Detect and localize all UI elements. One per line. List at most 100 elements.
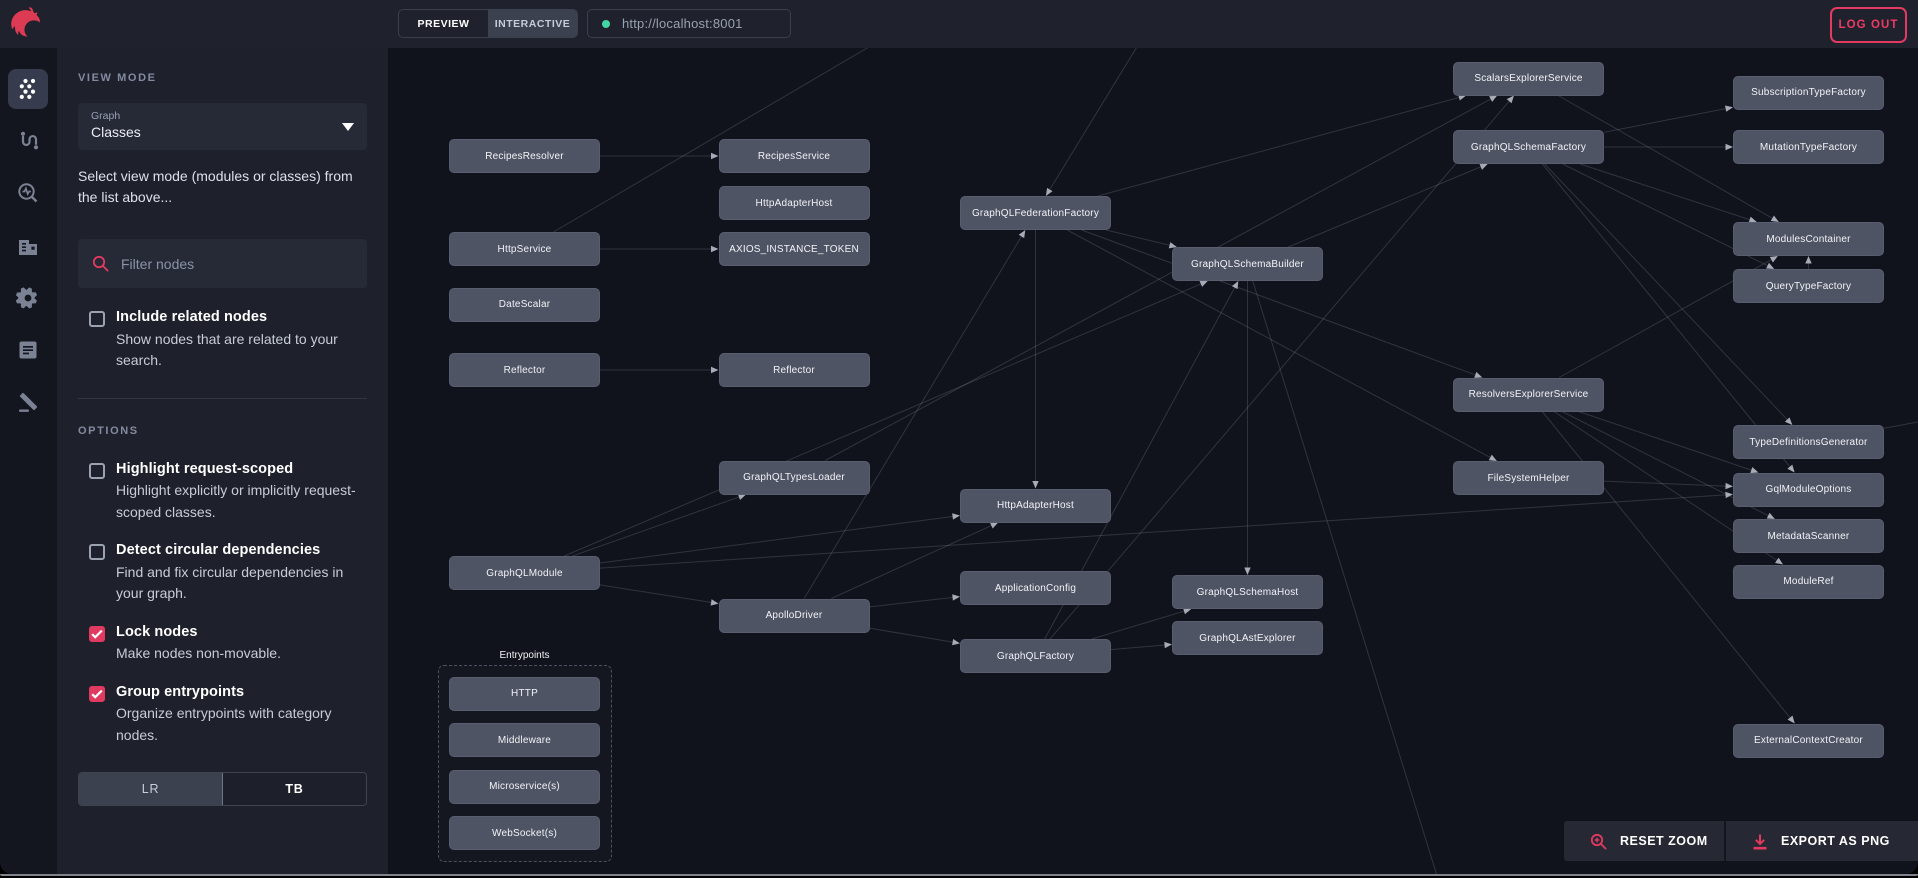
graph-node[interactable]: QueryTypeFactory <box>1733 269 1884 303</box>
filter-nodes-input[interactable] <box>121 255 341 272</box>
export-png-button[interactable]: EXPORT AS PNG <box>1726 821 1918 861</box>
group-entrypoints-checkbox[interactable] <box>89 685 105 702</box>
option-description: Organize entrypoints with category nodes… <box>116 705 332 743</box>
entrypoints-group-label: Entrypoints <box>499 649 550 661</box>
option-description: Make nodes non-movable. <box>116 645 281 661</box>
option-label: Group entrypoints <box>116 683 245 700</box>
graph-node[interactable]: SubscriptionTypeFactory <box>1733 75 1884 110</box>
tab-preview[interactable]: PREVIEW <box>417 17 470 30</box>
include-related-checkbox[interactable] <box>89 311 105 327</box>
graph-node[interactable]: ScalarsExplorerService <box>1453 61 1604 96</box>
graph-node[interactable]: MetadataScanner <box>1733 519 1884 553</box>
options-section-title: OPTIONS <box>78 424 139 437</box>
graph-node[interactable]: GraphQLSchemaBuilder <box>1172 247 1323 281</box>
tab-interactive[interactable]: INTERACTIVE <box>488 10 577 37</box>
graph-node[interactable]: HttpAdapterHost <box>960 488 1111 523</box>
graph-dots-icon <box>19 78 36 99</box>
filter-nodes-box <box>78 239 367 288</box>
option-detect-circular-dependencies: Detect circular dependencies Find and fi… <box>78 540 367 605</box>
graph-node[interactable]: GraphQLModule <box>449 556 600 590</box>
organization-icon <box>19 240 37 255</box>
direction-lr-button[interactable]: LR <box>79 772 223 805</box>
graph-node[interactable]: HttpAdapterHost <box>718 186 870 220</box>
rail-item-routes[interactable] <box>8 121 48 161</box>
route-icon <box>20 131 39 150</box>
log-out-button[interactable]: LOG OUT <box>1830 7 1907 43</box>
include-related-description: Show nodes that are related to your sear… <box>116 330 338 369</box>
option-description: Highlight explicitly or implicitly reque… <box>116 482 356 520</box>
zoom-reset-icon <box>1590 833 1607 849</box>
app-url-text: http://localhost:8001 <box>622 16 743 31</box>
search-icon <box>92 255 109 272</box>
graph-node[interactable]: AXIOS_INSTANCE_TOKEN <box>718 232 870 266</box>
rail-item-modules[interactable] <box>8 226 48 266</box>
graph-node[interactable]: Reflector <box>718 353 870 387</box>
rail-item-insights[interactable] <box>8 173 48 213</box>
document-icon <box>19 341 37 359</box>
status-dot-icon <box>602 19 610 28</box>
option-lock-nodes: Lock nodes Make nodes non-movable. <box>78 622 367 665</box>
graph-node[interactable]: Middleware <box>449 723 600 757</box>
graph-node[interactable]: GqlModuleOptions <box>1733 472 1884 507</box>
nestjs-logo-icon <box>11 7 40 37</box>
icon-rail <box>0 48 57 874</box>
graph-node[interactable]: ExternalContextCreator <box>1733 723 1884 758</box>
graph-node[interactable]: DateScalar <box>449 287 600 322</box>
options-list: Highlight request-scoped Highlight expli… <box>78 459 367 747</box>
monitor-search-icon <box>18 183 38 203</box>
highlight-request-scoped-checkbox[interactable] <box>89 462 105 479</box>
download-icon <box>1753 834 1767 849</box>
graph-select-label: Graph <box>91 110 121 122</box>
sidebar: VIEW MODE Graph Classes Select view mode… <box>57 48 388 874</box>
graph-node[interactable]: ModulesContainer <box>1733 222 1884 256</box>
option-description: Find and fix circular dependencies in yo… <box>116 563 344 602</box>
graph-select[interactable]: Graph Classes <box>78 103 367 150</box>
option-label: Lock nodes <box>116 623 198 640</box>
graph-node[interactable]: ModuleRef <box>1733 564 1884 599</box>
view-mode-section-title: VIEW MODE <box>78 72 157 84</box>
graph-node[interactable]: FileSystemHelper <box>1453 461 1604 495</box>
rail-item-sandbox[interactable] <box>8 382 48 422</box>
gavel-icon <box>19 392 38 412</box>
canvas-action-bar: RESET ZOOM EXPORT AS PNG <box>1564 821 1918 861</box>
graph-node[interactable]: GraphQLTypesLoader <box>718 460 870 495</box>
graph-node[interactable]: ApolloDriver <box>718 598 870 633</box>
graph-node[interactable]: TypeDefinitionsGenerator <box>1733 425 1884 459</box>
graph-node[interactable]: WebSocket(s) <box>449 816 600 850</box>
graph-node[interactable]: GraphQLAstExplorer <box>1172 621 1323 655</box>
graph-node[interactable]: GraphQLSchemaFactory <box>1453 130 1604 164</box>
preview-mode-tabs: PREVIEW INTERACTIVE <box>398 9 578 38</box>
graph-node[interactable]: Reflector <box>449 353 600 387</box>
graph-node[interactable]: HttpService <box>449 232 600 266</box>
reset-zoom-button[interactable]: RESET ZOOM <box>1564 821 1726 861</box>
option-label: Highlight request-scoped <box>116 460 294 477</box>
lock-nodes-checkbox[interactable] <box>89 625 105 642</box>
app-url-indicator: http://localhost:8001 <box>587 9 791 38</box>
gear-icon <box>16 287 37 309</box>
graph-node[interactable]: GraphQLFederationFactory <box>960 196 1111 230</box>
option-highlight-request-scoped: Highlight request-scoped Highlight expli… <box>78 459 367 524</box>
graph-node[interactable]: RecipesResolver <box>449 139 600 173</box>
graph-select-value: Classes <box>91 124 141 140</box>
rail-item-graph[interactable] <box>8 69 48 109</box>
header: PREVIEW INTERACTIVE http://localhost:800… <box>0 0 1918 48</box>
graph-node[interactable]: RecipesService <box>718 139 870 173</box>
graph-node[interactable]: HTTP <box>449 676 600 711</box>
graph-node[interactable]: GraphQLFactory <box>960 639 1111 673</box>
direction-tb-button[interactable]: TB <box>223 772 366 805</box>
rail-item-docs[interactable] <box>8 330 48 370</box>
detect-circular-checkbox[interactable] <box>89 544 105 560</box>
option-group-entrypoints: Group entrypoints Organize entrypoints w… <box>78 682 367 747</box>
graph-edges <box>553 48 1918 874</box>
view-mode-helper-text: Select view mode (modules or classes) fr… <box>78 168 353 205</box>
graph-node[interactable]: GraphQLSchemaHost <box>1172 575 1323 609</box>
graph-node[interactable]: ApplicationConfig <box>960 571 1111 605</box>
rail-item-settings[interactable] <box>8 278 48 318</box>
option-label: Detect circular dependencies <box>116 542 321 558</box>
graph-node[interactable]: MutationTypeFactory <box>1733 130 1884 164</box>
graph-node[interactable]: Microservice(s) <box>449 769 600 804</box>
layout-direction-toggle: LR TB <box>78 771 367 806</box>
include-related-label: Include related nodes <box>116 309 268 325</box>
graph-node[interactable]: ResolversExplorerService <box>1453 377 1604 412</box>
